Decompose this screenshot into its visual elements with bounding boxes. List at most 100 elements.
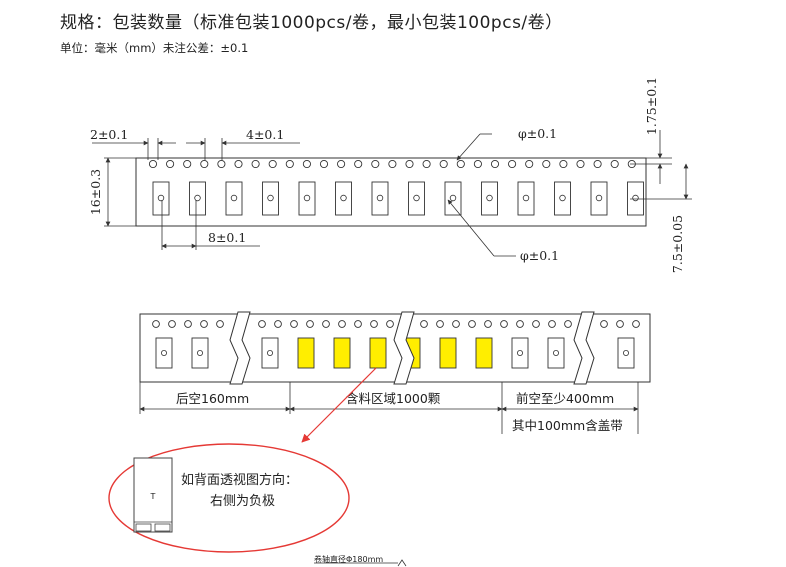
- part-body: [133, 457, 173, 533]
- top-tape: [135, 157, 647, 227]
- sprocket-hole: [490, 159, 500, 169]
- footer: 卷轴直径Φ180mm: [314, 554, 407, 567]
- pocket-hole: [595, 194, 603, 202]
- sprocket-hole: [184, 320, 192, 328]
- sprocket-hole: [420, 320, 428, 328]
- sprocket-hole: [200, 159, 209, 169]
- sprocket-hole: [152, 320, 160, 328]
- sprocket-hole: [388, 159, 397, 169]
- reel-label: 卷轴直径Φ180mm: [314, 554, 383, 564]
- sprocket-hole: [306, 320, 314, 328]
- sprocket-hole: [337, 159, 346, 169]
- pocket-hole: [157, 194, 165, 202]
- dim-edge-175: 1.75±0.1: [630, 77, 672, 184]
- sprocket-hole: [217, 159, 226, 169]
- loaded-pocket: [369, 337, 387, 369]
- sprocket-hole: [168, 320, 176, 328]
- sprocket-hole: [302, 159, 311, 169]
- sprocket-hole: [322, 320, 330, 328]
- top-sprocket-holes: [148, 159, 636, 169]
- sprocket-hole: [548, 320, 556, 328]
- sprocket-hole: [452, 320, 460, 328]
- sprocket-hole: [610, 159, 619, 169]
- dim-phi-top-label: φ±0.1: [518, 126, 557, 141]
- callout: T 如背面透视图方向： 右侧为负极: [108, 443, 350, 553]
- pocket-hole: [196, 349, 203, 356]
- part-mark: T: [150, 492, 156, 501]
- dim-hole-pitch-label: 4±0.1: [246, 127, 284, 142]
- pocket-hole: [266, 349, 273, 356]
- sprocket-hole: [183, 159, 192, 169]
- callout-arrow: [301, 367, 377, 443]
- sprocket-hole: [354, 159, 363, 169]
- sprocket-hole: [148, 159, 158, 169]
- sprocket-hole: [200, 320, 208, 328]
- bottom-tape: [139, 311, 651, 385]
- sprocket-hole: [386, 320, 394, 328]
- dim-pocket-pitch: 8±0.1: [161, 200, 260, 250]
- pocket-hole: [413, 194, 420, 202]
- sprocket-hole: [290, 320, 298, 328]
- dim-hole-dia-label: 2±0.1: [90, 127, 128, 142]
- sprocket-hole: [468, 320, 476, 328]
- sprocket-hole: [166, 159, 175, 169]
- sprocket-hole: [593, 159, 602, 169]
- dim-width-16: 16±0.3: [88, 157, 136, 227]
- callout-line1: 如背面透视图方向：: [181, 472, 298, 488]
- callout-ellipse: [108, 443, 350, 553]
- pocket-hole: [303, 194, 311, 202]
- leader-phi-bottom: φ±0.1: [447, 199, 559, 263]
- unit-note: 单位：毫米（mm）未注公差：±0.1: [60, 41, 249, 55]
- pocket-hole: [517, 349, 524, 356]
- sprocket-hole: [405, 159, 414, 169]
- rear-empty-label: 后空160mm: [176, 391, 249, 406]
- sprocket-hole: [564, 320, 572, 328]
- dim-edge-label: 1.75±0.1: [644, 77, 659, 135]
- sprocket-hole: [338, 320, 346, 328]
- sprocket-hole: [439, 159, 448, 169]
- sprocket-hole: [559, 159, 568, 169]
- part-pad-left: [135, 523, 152, 532]
- pocket-hole: [632, 194, 639, 202]
- pocket-hole: [340, 194, 347, 202]
- sprocket-hole: [616, 320, 624, 328]
- bottom-sprocket-holes: [152, 320, 640, 328]
- tape-break-marks: [229, 311, 595, 385]
- sprocket-hole: [216, 320, 224, 328]
- pocket-hole: [449, 194, 457, 202]
- bottom-pockets: [155, 337, 635, 369]
- pocket-hole: [230, 194, 238, 202]
- front-empty-label: 前空至少400mm: [516, 391, 614, 406]
- dim-center-label: 7.5±0.05: [670, 215, 685, 273]
- top-pockets: [152, 181, 644, 216]
- sprocket-hole: [371, 159, 380, 169]
- sprocket-hole: [285, 159, 294, 169]
- pocket-hole: [522, 194, 530, 202]
- sprocket-hole: [456, 159, 465, 169]
- sprocket-hole: [234, 159, 243, 169]
- bottom-dimensions: 后空160mm 含料区域1000颗 前空至少400mm 其中100mm含盖带: [139, 382, 639, 434]
- sprocket-hole: [258, 320, 266, 328]
- sprocket-hole: [542, 159, 551, 169]
- dim-hole-dia: 2±0.1: [90, 127, 176, 160]
- sprocket-hole: [436, 320, 444, 328]
- page-title: 规格：包装数量（标准包装1000pcs/卷，最小包装100pcs/卷）: [60, 13, 563, 33]
- loaded-pocket: [333, 337, 351, 369]
- sprocket-hole: [268, 159, 277, 169]
- dim-hole-pitch: 4±0.1: [186, 127, 300, 160]
- sprocket-hole: [274, 320, 282, 328]
- sprocket-hole: [251, 159, 260, 169]
- sprocket-hole: [370, 320, 378, 328]
- pocket-hole: [559, 194, 566, 202]
- sprocket-hole: [532, 320, 540, 328]
- dim-center-75: 7.5±0.05: [630, 163, 692, 273]
- part-pad-right: [154, 523, 171, 532]
- loaded-area-label: 含料区域1000颗: [346, 391, 441, 406]
- sprocket-hole: [600, 320, 608, 328]
- loaded-pocket: [439, 337, 457, 369]
- pocket-hole: [194, 194, 201, 202]
- sprocket-hole: [508, 159, 517, 169]
- dim-width-label: 16±0.3: [88, 169, 103, 215]
- sprocket-hole: [500, 320, 508, 328]
